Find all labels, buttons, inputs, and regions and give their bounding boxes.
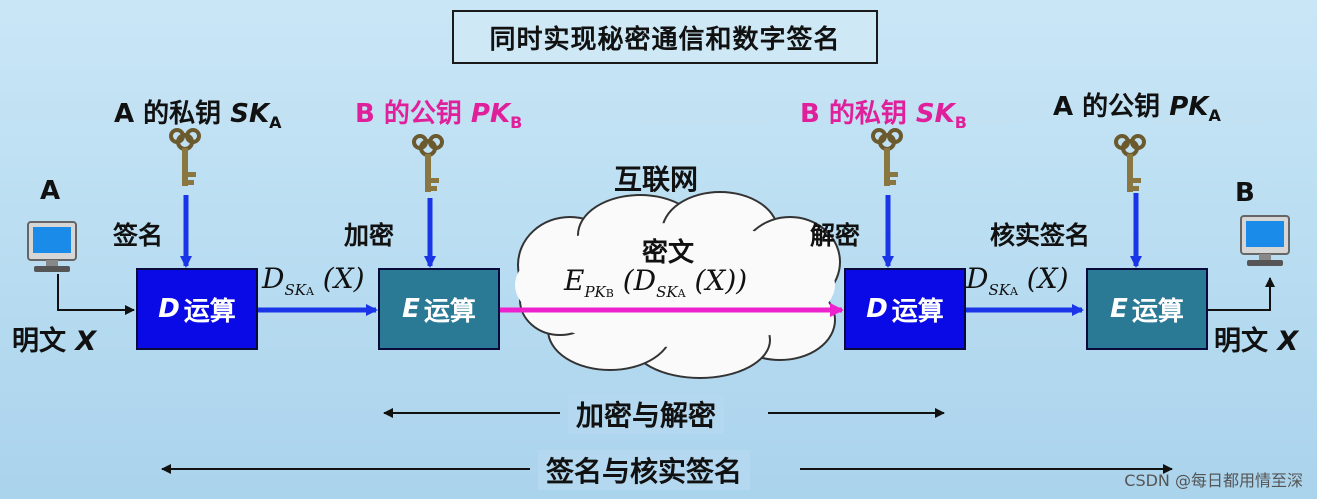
key-label-prefix: A 的公钥 [1053,92,1170,122]
key-label-b-private: B 的私钥 SKB [800,93,967,132]
computer-a-icon [27,221,77,273]
key-label-prefix: A 的私钥 [114,99,231,129]
formula-signed-left: DSKA (X) [262,262,365,299]
op-letter: D [158,294,180,324]
op-text: 运算 [1131,296,1184,327]
op-letter: D [866,294,888,324]
op-letter: E [402,294,420,324]
key-a-private-icon [169,128,201,188]
span-sign-verify-label: 签名与核实签名 [538,450,751,490]
span-enc-dec-label: 加密与解密 [568,394,725,434]
step-sign-label: 签名 [113,221,164,250]
op-text: 运算 [891,296,944,327]
formula-ciphertext: EPKB (DSKA (X)) [564,264,748,301]
step-verify-label: 核实签名 [990,221,1091,250]
party-b-label: B [1235,178,1255,208]
key-label-a-public: A 的公钥 PKA [1053,86,1221,125]
plaintext-text: 明文 [1214,326,1278,357]
arrow-plaintext-out [1208,277,1275,311]
key-label-b-public: B 的公钥 PKB [355,93,522,132]
key-subscript: A [269,113,282,132]
key-label-a-private: A 的私钥 SKA [114,93,282,132]
key-b-private-icon [871,128,903,188]
key-symbol: SK [230,99,270,129]
key-label-prefix: B 的私钥 [800,99,916,129]
key-label-prefix: B 的公钥 [355,99,471,129]
formula-signed-right: DSKA (X) [966,262,1069,299]
step-decrypt-label: 解密 [810,221,861,250]
party-a-label: A [40,176,61,206]
op-text: 运算 [183,296,236,327]
diagram-title: 同时实现秘密通信和数字签名 [452,10,878,64]
plaintext-var: X [75,326,97,357]
plaintext-text: 明文 [12,326,76,357]
key-symbol: SK [915,99,955,129]
key-b-public-icon [412,134,444,194]
plaintext-left-label: 明文 X [12,319,96,358]
key-subscript: B [510,113,523,132]
key-subscript: B [954,113,967,132]
key-subscript: A [1208,106,1221,125]
op-text: 运算 [423,296,476,327]
internet-label: 互联网 [614,163,699,196]
key-symbol: PK [470,99,511,129]
op-letter: E [1110,294,1128,324]
computer-b-icon [1240,215,1290,267]
arrow-plaintext-in [57,274,135,315]
key-a-public-icon [1114,134,1146,194]
step-encrypt-label: 加密 [344,221,395,250]
key-symbol: PK [1169,92,1209,122]
plaintext-right-label: 明文 X [1214,319,1298,358]
plaintext-var: X [1277,326,1299,357]
watermark: CSDN @每日都用情至深 [1124,471,1303,490]
ciphertext-label: 密文 [642,238,695,268]
